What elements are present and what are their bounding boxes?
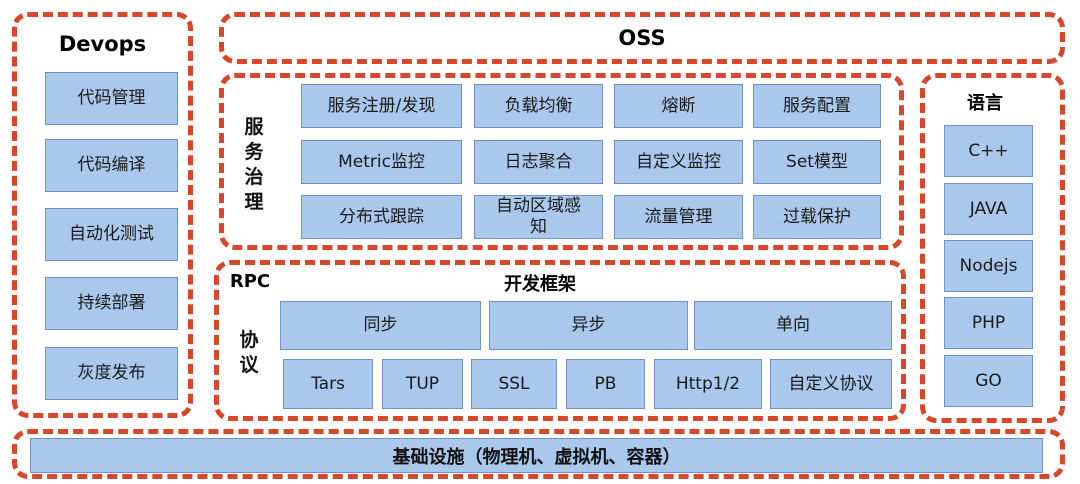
service-governance-group xyxy=(219,73,904,250)
rpc-protocol-pb: PB xyxy=(566,359,645,409)
sg-log-aggregation: 日志聚合 xyxy=(474,140,603,184)
oss-group xyxy=(219,12,1065,64)
sg-service-config: 服务配置 xyxy=(753,84,881,128)
rpc-protocol-ssl: SSL xyxy=(471,359,557,409)
sg-service-registry: 服务注册/发现 xyxy=(301,84,462,128)
language-cpp: C++ xyxy=(944,125,1033,177)
devops-item-code-management: 代码管理 xyxy=(45,72,178,125)
sg-set-model: Set模型 xyxy=(753,140,881,184)
rpc-mode-oneway: 单向 xyxy=(694,301,892,350)
rpc-protocol-tars: Tars xyxy=(283,359,373,409)
devops-item-gray-release: 灰度发布 xyxy=(45,347,178,400)
rpc-mode-sync: 同步 xyxy=(280,301,481,350)
language-java: JAVA xyxy=(944,183,1033,235)
sg-distributed-tracing: 分布式跟踪 xyxy=(301,195,462,239)
language-nodejs: Nodejs xyxy=(944,240,1033,292)
rpc-group xyxy=(214,260,906,421)
sg-traffic-management: 流量管理 xyxy=(614,195,743,239)
sg-overload-protection: 过载保护 xyxy=(753,195,881,239)
devops-group xyxy=(12,12,193,418)
devops-item-code-compile: 代码编译 xyxy=(45,139,178,192)
rpc-protocol-custom: 自定义协议 xyxy=(770,359,892,409)
service-governance-title: 服务治理 xyxy=(244,116,264,213)
devops-item-auto-test: 自动化测试 xyxy=(45,208,178,261)
rpc-protocol-tup: TUP xyxy=(382,359,463,409)
rpc-protocol-title: 协议 xyxy=(239,329,259,376)
infrastructure-group xyxy=(12,429,1065,479)
rpc-protocol-http: Http1/2 xyxy=(654,359,762,409)
language-title: 语言 xyxy=(967,93,1003,114)
infrastructure-bar: 基础设施（物理机、虚拟机、容器） xyxy=(30,438,1043,473)
rpc-label: RPC xyxy=(229,270,271,292)
rpc-mode-async: 异步 xyxy=(489,301,688,350)
sg-custom-monitor: 自定义监控 xyxy=(614,140,743,184)
language-go: GO xyxy=(944,355,1033,407)
devops-item-continuous-deploy: 持续部署 xyxy=(45,277,178,330)
rpc-framework-title: 开发框架 xyxy=(504,274,576,295)
devops-title: Devops xyxy=(58,32,147,56)
language-php: PHP xyxy=(944,297,1033,349)
sg-metric-monitor: Metric监控 xyxy=(301,140,462,184)
oss-title: OSS xyxy=(618,26,666,50)
sg-auto-zone-aware: 自动区域感知 xyxy=(474,195,603,239)
sg-circuit-breaker: 熔断 xyxy=(614,84,743,128)
language-group xyxy=(920,73,1065,423)
sg-load-balance: 负载均衡 xyxy=(474,84,603,128)
